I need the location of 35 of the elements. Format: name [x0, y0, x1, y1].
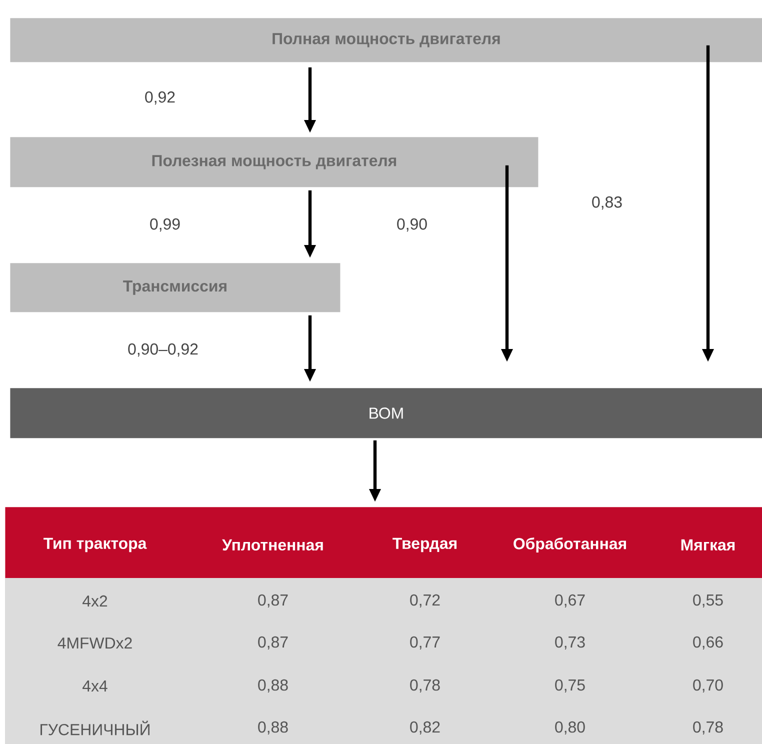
- power-band: Полезная мощность двигателя: [10, 137, 538, 188]
- table-cell: 0,80: [555, 721, 585, 735]
- column-header: Мягкая: [681, 539, 735, 551]
- ratio-label: 0,83: [592, 196, 622, 210]
- power-band: Полная мощность двигателя: [10, 18, 762, 62]
- output-bar: ВОМ: [10, 388, 762, 438]
- power-band: Трансмиссия: [10, 263, 340, 312]
- table-cell: ГУСЕНИЧНЫЙ: [40, 720, 150, 736]
- table-cell: 0,87: [258, 594, 288, 608]
- table-cell: 4x4: [82, 680, 108, 692]
- table-cell: 0,88: [258, 679, 288, 693]
- table-cell: 0,55: [693, 594, 723, 608]
- table-cell: 0,73: [555, 636, 585, 650]
- column-header: Твердая: [392, 538, 456, 552]
- column-header: Уплотненная: [222, 539, 323, 551]
- table-cell: 0,82: [410, 721, 440, 735]
- ratio-label: 0,90: [397, 218, 427, 232]
- table-header: [5, 507, 762, 578]
- table-cell: 0,78: [410, 679, 440, 693]
- table-cell: 4x2: [82, 595, 108, 607]
- column-header: Обработанная: [514, 538, 626, 552]
- column-header: Тип трактора: [44, 538, 147, 552]
- table-cell: 0,72: [410, 594, 440, 608]
- table-cell: 4MFWDx2: [58, 637, 132, 649]
- ratio-label: 0,92: [145, 91, 175, 105]
- table-cell: 0,88: [258, 721, 288, 735]
- table-cell: 0,75: [555, 679, 585, 693]
- table-cell: 0,67: [555, 594, 585, 608]
- ratio-label: 0,90–0,92: [128, 343, 198, 357]
- table-cell: 0,66: [693, 636, 723, 650]
- ratio-label: 0,99: [150, 218, 180, 232]
- table-cell: 0,87: [258, 636, 288, 650]
- table-cell: 0,78: [693, 721, 723, 735]
- table-cell: 0,70: [693, 679, 723, 693]
- table-cell: 0,77: [410, 636, 440, 650]
